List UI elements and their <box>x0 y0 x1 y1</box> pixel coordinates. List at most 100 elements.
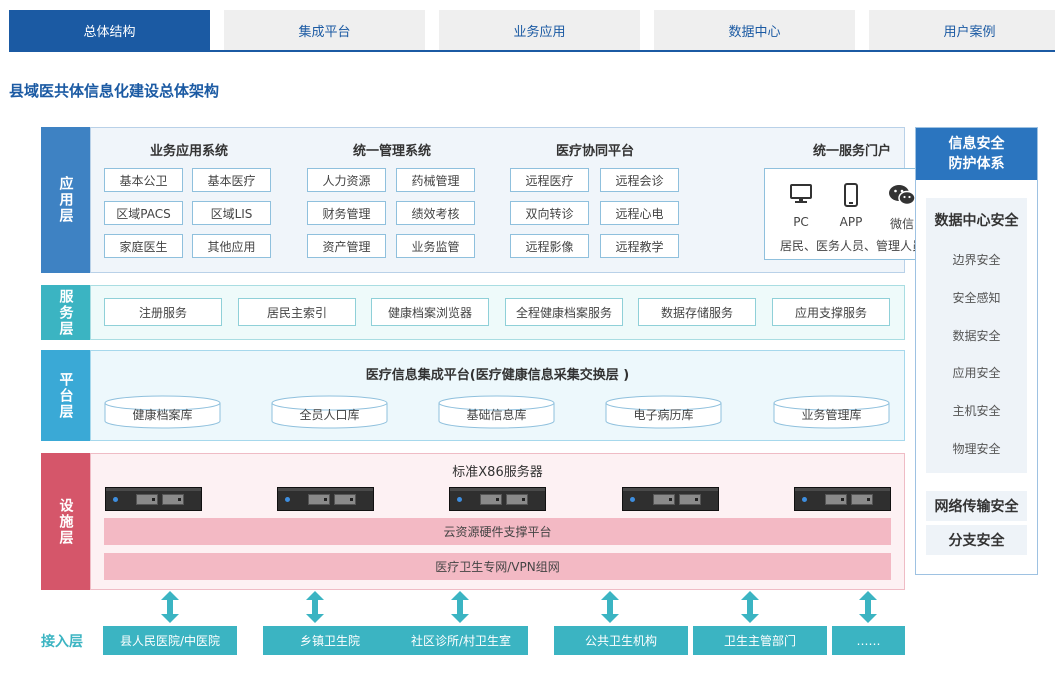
app-box: 人力资源 <box>307 168 386 192</box>
security-item: 数据安全 <box>952 329 1001 343</box>
page-title: 县域医共体信息化建设总体架构 <box>9 82 220 100</box>
service-layer-body: 注册服务 居民主索引 健康档案浏览器 全程健康档案服务 数据存储服务 应用支撑服… <box>90 285 905 340</box>
security-item: 应用安全 <box>952 366 1001 380</box>
database-cylinder: 电子病历库 <box>605 395 722 429</box>
bidirectional-arrow-icon <box>160 591 180 623</box>
access-box: 乡镇卫生院 <box>263 626 397 655</box>
tab-user-cases[interactable]: 用户案例 <box>869 10 1055 50</box>
security-title-line2: 防护体系 <box>948 156 1005 172</box>
app-box: 远程教学 <box>600 234 679 258</box>
server-icon <box>622 487 719 511</box>
app-box: 远程会诊 <box>600 168 679 192</box>
service-box: 健康档案浏览器 <box>371 298 489 326</box>
bidirectional-arrow-icon <box>600 591 620 623</box>
datacenter-security: 数据中心安全 边界安全 安全感知 数据安全 应用安全 主机安全 物理安全 <box>926 198 1027 473</box>
app-box: 远程影像 <box>510 234 589 258</box>
access-box: 公共卫生机构 <box>554 626 688 655</box>
app-box: 家庭医生 <box>104 234 183 258</box>
access-layer-label: 接入层 <box>41 634 83 650</box>
service-layer-label: 服务层 <box>41 285 90 340</box>
security-item: 安全感知 <box>952 291 1001 305</box>
service-box: 居民主索引 <box>238 298 356 326</box>
app-box: 财务管理 <box>307 201 386 225</box>
bidirectional-arrow-icon <box>305 591 325 623</box>
security-item: 物理安全 <box>952 442 1001 456</box>
infrastructure-layer: 设施层 标准X86服务器 云资源硬件支撑平台 医疗卫生专网/VPN组网 <box>41 453 905 590</box>
database-label: 全员人口库 <box>299 408 360 422</box>
network-security: 网络传输安全 <box>926 491 1027 521</box>
database-cylinder: 基础信息库 <box>438 395 555 429</box>
security-title-line1: 信息安全 <box>948 136 1005 152</box>
service-portal: PC APP 微信 居民、医务人员、管理人员 <box>764 168 940 260</box>
phone-icon <box>831 183 871 211</box>
database-cylinder: 业务管理库 <box>773 395 890 429</box>
database-label: 业务管理库 <box>801 408 862 422</box>
server-title: 标准X86服务器 <box>452 465 543 480</box>
service-box: 数据存储服务 <box>638 298 756 326</box>
channel-label: PC <box>793 215 809 229</box>
portal-users: 居民、医务人员、管理人员 <box>779 239 924 253</box>
app-box: 区域LIS <box>192 201 271 225</box>
app-box: 业务监管 <box>396 234 475 258</box>
group-title-management: 统一管理系统 <box>352 144 431 159</box>
application-layer: 应用层 业务应用系统 基本公卫 基本医疗 区域PACS 区域LIS 家庭医生 其… <box>41 127 940 273</box>
security-panel: 信息安全 防护体系 数据中心安全 边界安全 安全感知 数据安全 应用安全 主机安… <box>915 127 1038 575</box>
tab-data-center[interactable]: 数据中心 <box>654 10 855 50</box>
service-box: 应用支撑服务 <box>772 298 890 326</box>
cloud-platform-bar: 云资源硬件支撑平台 <box>104 518 891 545</box>
access-box: …… <box>832 626 905 655</box>
platform-title: 医疗信息集成平台(医疗健康信息采集交换层 ) <box>365 368 630 383</box>
bidirectional-arrow-icon <box>450 591 470 623</box>
infrastructure-layer-label: 设施层 <box>41 453 90 590</box>
database-cylinder: 全员人口库 <box>271 395 388 429</box>
security-header: 信息安全 防护体系 <box>916 128 1037 180</box>
application-layer-label: 应用层 <box>41 127 90 273</box>
channel-label: APP <box>839 215 863 229</box>
tab-integration-platform[interactable]: 集成平台 <box>224 10 425 50</box>
application-layer-body: 业务应用系统 基本公卫 基本医疗 区域PACS 区域LIS 家庭医生 其他应用 … <box>90 127 940 273</box>
database-cylinder: 健康档案库 <box>104 395 221 429</box>
server-icon <box>449 487 546 511</box>
bidirectional-arrow-icon <box>740 591 760 623</box>
tab-overall-structure[interactable]: 总体结构 <box>9 10 210 50</box>
server-icon <box>794 487 891 511</box>
app-box: 区域PACS <box>104 201 183 225</box>
app-box: 基本公卫 <box>104 168 183 192</box>
service-box: 注册服务 <box>104 298 222 326</box>
app-box: 绩效考核 <box>396 201 475 225</box>
access-box: 社区诊所/村卫生室 <box>394 626 528 655</box>
app-box: 基本医疗 <box>192 168 271 192</box>
server-icon <box>105 487 202 511</box>
tab-bar: 总体结构 集成平台 业务应用 数据中心 用户案例 <box>9 10 1055 52</box>
access-box: 卫生主管部门 <box>693 626 827 655</box>
database-label: 基础信息库 <box>466 408 527 422</box>
tab-business-applications[interactable]: 业务应用 <box>439 10 640 50</box>
bidirectional-arrow-icon <box>858 591 878 623</box>
database-label: 电子病历库 <box>633 408 694 422</box>
app-box: 远程医疗 <box>510 168 589 192</box>
app-box: 远程心电 <box>600 201 679 225</box>
monitor-icon <box>781 183 821 209</box>
service-layer: 服务层 注册服务 居民主索引 健康档案浏览器 全程健康档案服务 数据存储服务 应… <box>41 285 905 340</box>
security-item: 边界安全 <box>952 253 1001 267</box>
platform-layer: 平台层 医疗信息集成平台(医疗健康信息采集交换层 ) 健康档案库 全员人口库 基… <box>41 350 905 441</box>
security-item: 主机安全 <box>952 404 1001 418</box>
channel-label: 微信 <box>889 217 914 231</box>
app-box: 双向转诊 <box>510 201 589 225</box>
app-box: 药械管理 <box>396 168 475 192</box>
group-title-medical-collaboration: 医疗协同平台 <box>555 144 634 159</box>
access-box: 县人民医院/中医院 <box>103 626 237 655</box>
platform-layer-body: 医疗信息集成平台(医疗健康信息采集交换层 ) 健康档案库 全员人口库 基础信息库… <box>90 350 905 441</box>
service-box: 全程健康档案服务 <box>505 298 623 326</box>
network-bar: 医疗卫生专网/VPN组网 <box>104 553 891 580</box>
app-box: 资产管理 <box>307 234 386 258</box>
datacenter-security-title: 数据中心安全 <box>934 213 1019 229</box>
platform-layer-label: 平台层 <box>41 350 90 441</box>
group-title-business-apps: 业务应用系统 <box>149 144 228 159</box>
app-box: 其他应用 <box>192 234 271 258</box>
infrastructure-layer-body: 标准X86服务器 云资源硬件支撑平台 医疗卫生专网/VPN组网 <box>90 453 905 590</box>
server-icon <box>277 487 374 511</box>
branch-security: 分支安全 <box>926 525 1027 555</box>
database-label: 健康档案库 <box>132 408 193 422</box>
group-title-service-portal: 统一服务门户 <box>812 144 891 159</box>
